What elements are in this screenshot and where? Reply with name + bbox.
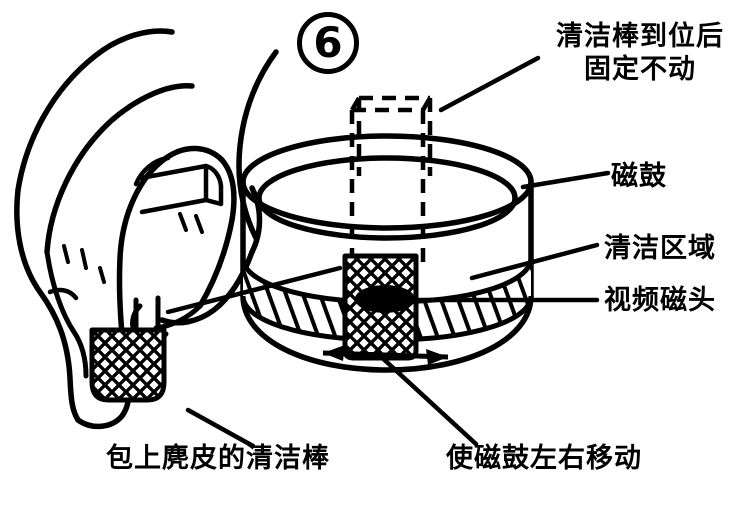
label-cleaning-area: 清洁区域 <box>604 233 716 264</box>
middle-finger-right-edge <box>197 157 237 309</box>
label-move-drum: 使磁鼓左右移动 <box>446 443 642 474</box>
hand-back-outline <box>14 187 81 423</box>
label-fix-in-place-line2: 固定不动 <box>584 54 696 86</box>
step-number-badge: 6 <box>297 12 359 74</box>
label-video-head: 视频磁头 <box>604 285 716 316</box>
leader-move-drum <box>375 351 479 447</box>
knuckle-crease-index <box>47 287 79 301</box>
move-arrow-head-right <box>426 349 448 365</box>
index-finger-inner <box>44 249 89 379</box>
leader-fix-in-place <box>438 55 541 113</box>
drum-bottom-arc <box>240 293 534 373</box>
finger-outline-top <box>15 28 175 193</box>
drum-top-rim-inner <box>256 155 518 241</box>
cleaning-stick-in-drum <box>342 253 419 361</box>
leader-cleaning-stick <box>185 407 256 449</box>
finger-fold-a <box>133 155 171 187</box>
leader-cleaning-area <box>469 242 600 281</box>
leader-lines <box>165 55 611 449</box>
magnetic-drum <box>240 133 534 373</box>
knuckle-mark-1 <box>62 244 70 264</box>
knuckle-mark-2 <box>80 248 88 270</box>
finger-fold-side <box>203 163 224 207</box>
thumb-right-edge <box>249 185 263 255</box>
finger-fold-rect <box>138 163 209 215</box>
move-arrow-head-left <box>323 345 345 361</box>
chamois-tip-held <box>89 327 167 403</box>
knuckle-mark-5 <box>194 214 204 234</box>
label-fix-in-place: 清洁棒到位后 固定不动 <box>541 22 739 84</box>
held-cleaning-stick <box>89 295 167 403</box>
video-head-marker <box>355 285 415 313</box>
finger-outline-second <box>44 83 195 255</box>
leader-drum <box>520 170 611 190</box>
knuckle-mark-3 <box>98 266 106 284</box>
drum-move-arrow <box>322 345 449 365</box>
drum-top-rim-outer <box>240 133 534 231</box>
stick-dashed-projection <box>349 95 433 268</box>
leader-stick-to-drum <box>165 265 343 315</box>
knuckle-mark-4 <box>178 212 188 232</box>
upper-finger-sweep <box>236 49 279 241</box>
label-cleaning-stick: 包上麂皮的清洁棒 <box>106 443 330 474</box>
label-fix-in-place-line1: 清洁棒到位后 <box>556 21 724 52</box>
label-drum: 磁鼓 <box>611 161 667 192</box>
